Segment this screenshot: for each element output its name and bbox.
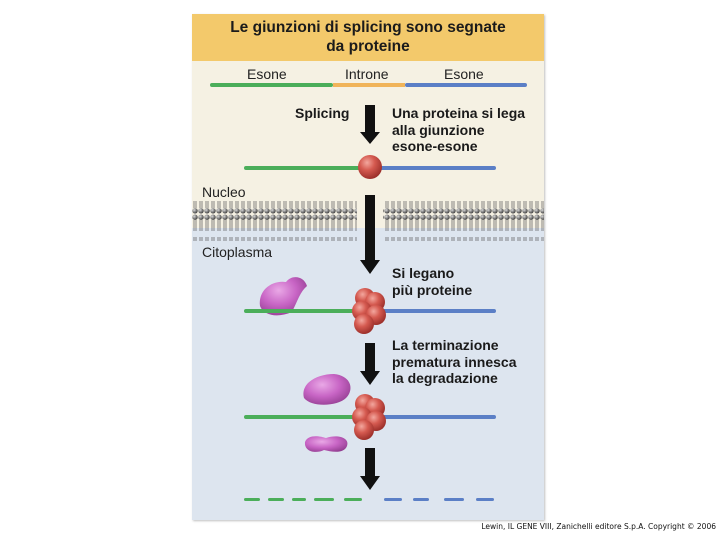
nuclear-membrane [192,201,544,241]
spliced-mrna-2 [244,277,496,334]
step-1-line-2: alla giunzione [392,121,485,138]
intron-segment [333,83,405,87]
figure-title-line-1: Le giunzioni di splicing sono segnate [230,19,506,36]
exon-left-segment [210,83,333,87]
title-band: Le giunzioni di splicing sono segnate da… [192,14,544,61]
ejc-protein [358,155,382,179]
arrow-down-icon [360,448,380,490]
pre-mrna [210,83,527,87]
diagram-graphics [192,83,544,501]
intron-label: Introne [345,66,389,82]
exon-right-label: Esone [444,66,484,82]
step-2-text: Si legano più proteine [392,265,472,298]
arrow-down-icon [360,105,380,144]
purple-protein [303,374,351,405]
arrow-down-icon [360,343,380,385]
step-1-line-1: Una proteina si lega [392,105,526,121]
copyright-credit: Lewin, IL GENE VIII, Zanichelli editore … [481,522,716,531]
step-2-line-1: Si legano [392,265,455,281]
degraded-rna-fragments [244,498,494,501]
step-3-text: La terminazione prematura innesca la deg… [392,337,517,387]
arrow-down-icon [360,195,380,274]
exon-left-label: Esone [247,66,287,82]
step-1-line-3: esone-esone [392,138,478,154]
step-3-line-2: prematura innesca [392,353,517,370]
nucleus-label: Nucleo [202,184,246,200]
exon-right-segment [405,83,527,87]
spliced-mrna-1 [244,155,496,179]
purple-protein [304,436,348,452]
step-2-line-2: più proteine [392,281,473,298]
step-3-line-3: la degradazione [392,370,498,386]
cytoplasm-label: Citoplasma [202,244,273,260]
figure-title-line-2: da proteine [326,38,410,55]
step-3-line-1: La terminazione [392,337,499,353]
degradation-stage [244,374,496,452]
splicing-label: Splicing [295,105,350,121]
purple-protein [259,277,307,316]
splicing-figure: Le giunzioni di splicing sono segnate da… [192,14,544,520]
step-1-text: Una proteina si lega alla giunzione eson… [392,105,525,155]
